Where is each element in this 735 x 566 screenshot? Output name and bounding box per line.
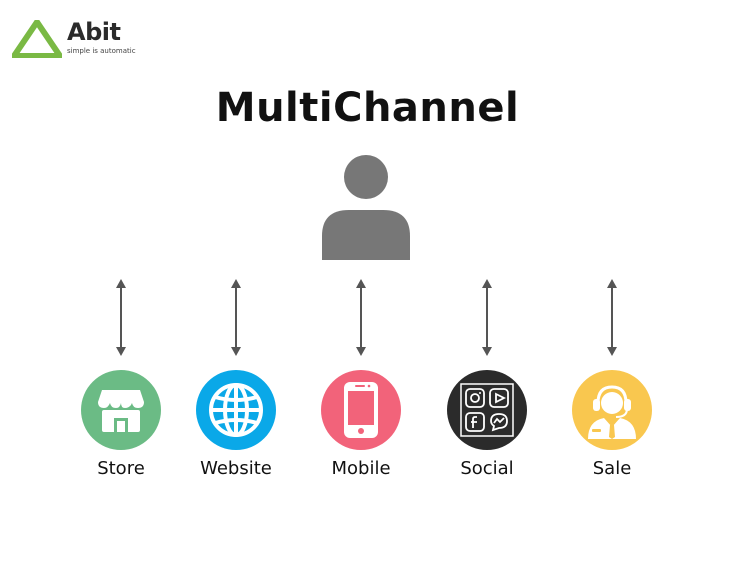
brand-logo: Abit simple is automatic	[12, 18, 136, 58]
channel-label: Store	[97, 458, 145, 479]
channel-sale: Sale	[552, 370, 672, 479]
channel-social: Social	[427, 370, 547, 479]
globe-icon	[196, 370, 276, 450]
double-arrow-sale	[607, 279, 617, 356]
channel-label: Social	[460, 458, 514, 479]
brand-tagline: simple is automatic	[67, 47, 136, 55]
channel-label: Mobile	[331, 458, 391, 479]
channel-mobile: Mobile	[301, 370, 421, 479]
phone-icon	[321, 370, 401, 450]
store-icon	[81, 370, 161, 450]
diagram-title: MultiChannel	[215, 85, 520, 131]
double-arrow-mobile	[356, 279, 366, 356]
double-arrow-store	[116, 279, 126, 356]
channel-website: Website	[176, 370, 296, 479]
brand-name: Abit	[67, 18, 121, 46]
support-icon	[572, 370, 652, 450]
channel-label: Website	[200, 458, 272, 479]
channel-store: Store	[61, 370, 181, 479]
social-icon	[447, 370, 527, 450]
double-arrow-social	[482, 279, 492, 356]
double-arrow-website	[231, 279, 241, 356]
triangle-logo-icon	[12, 20, 62, 58]
person-icon	[322, 155, 410, 260]
channel-label: Sale	[592, 458, 632, 479]
